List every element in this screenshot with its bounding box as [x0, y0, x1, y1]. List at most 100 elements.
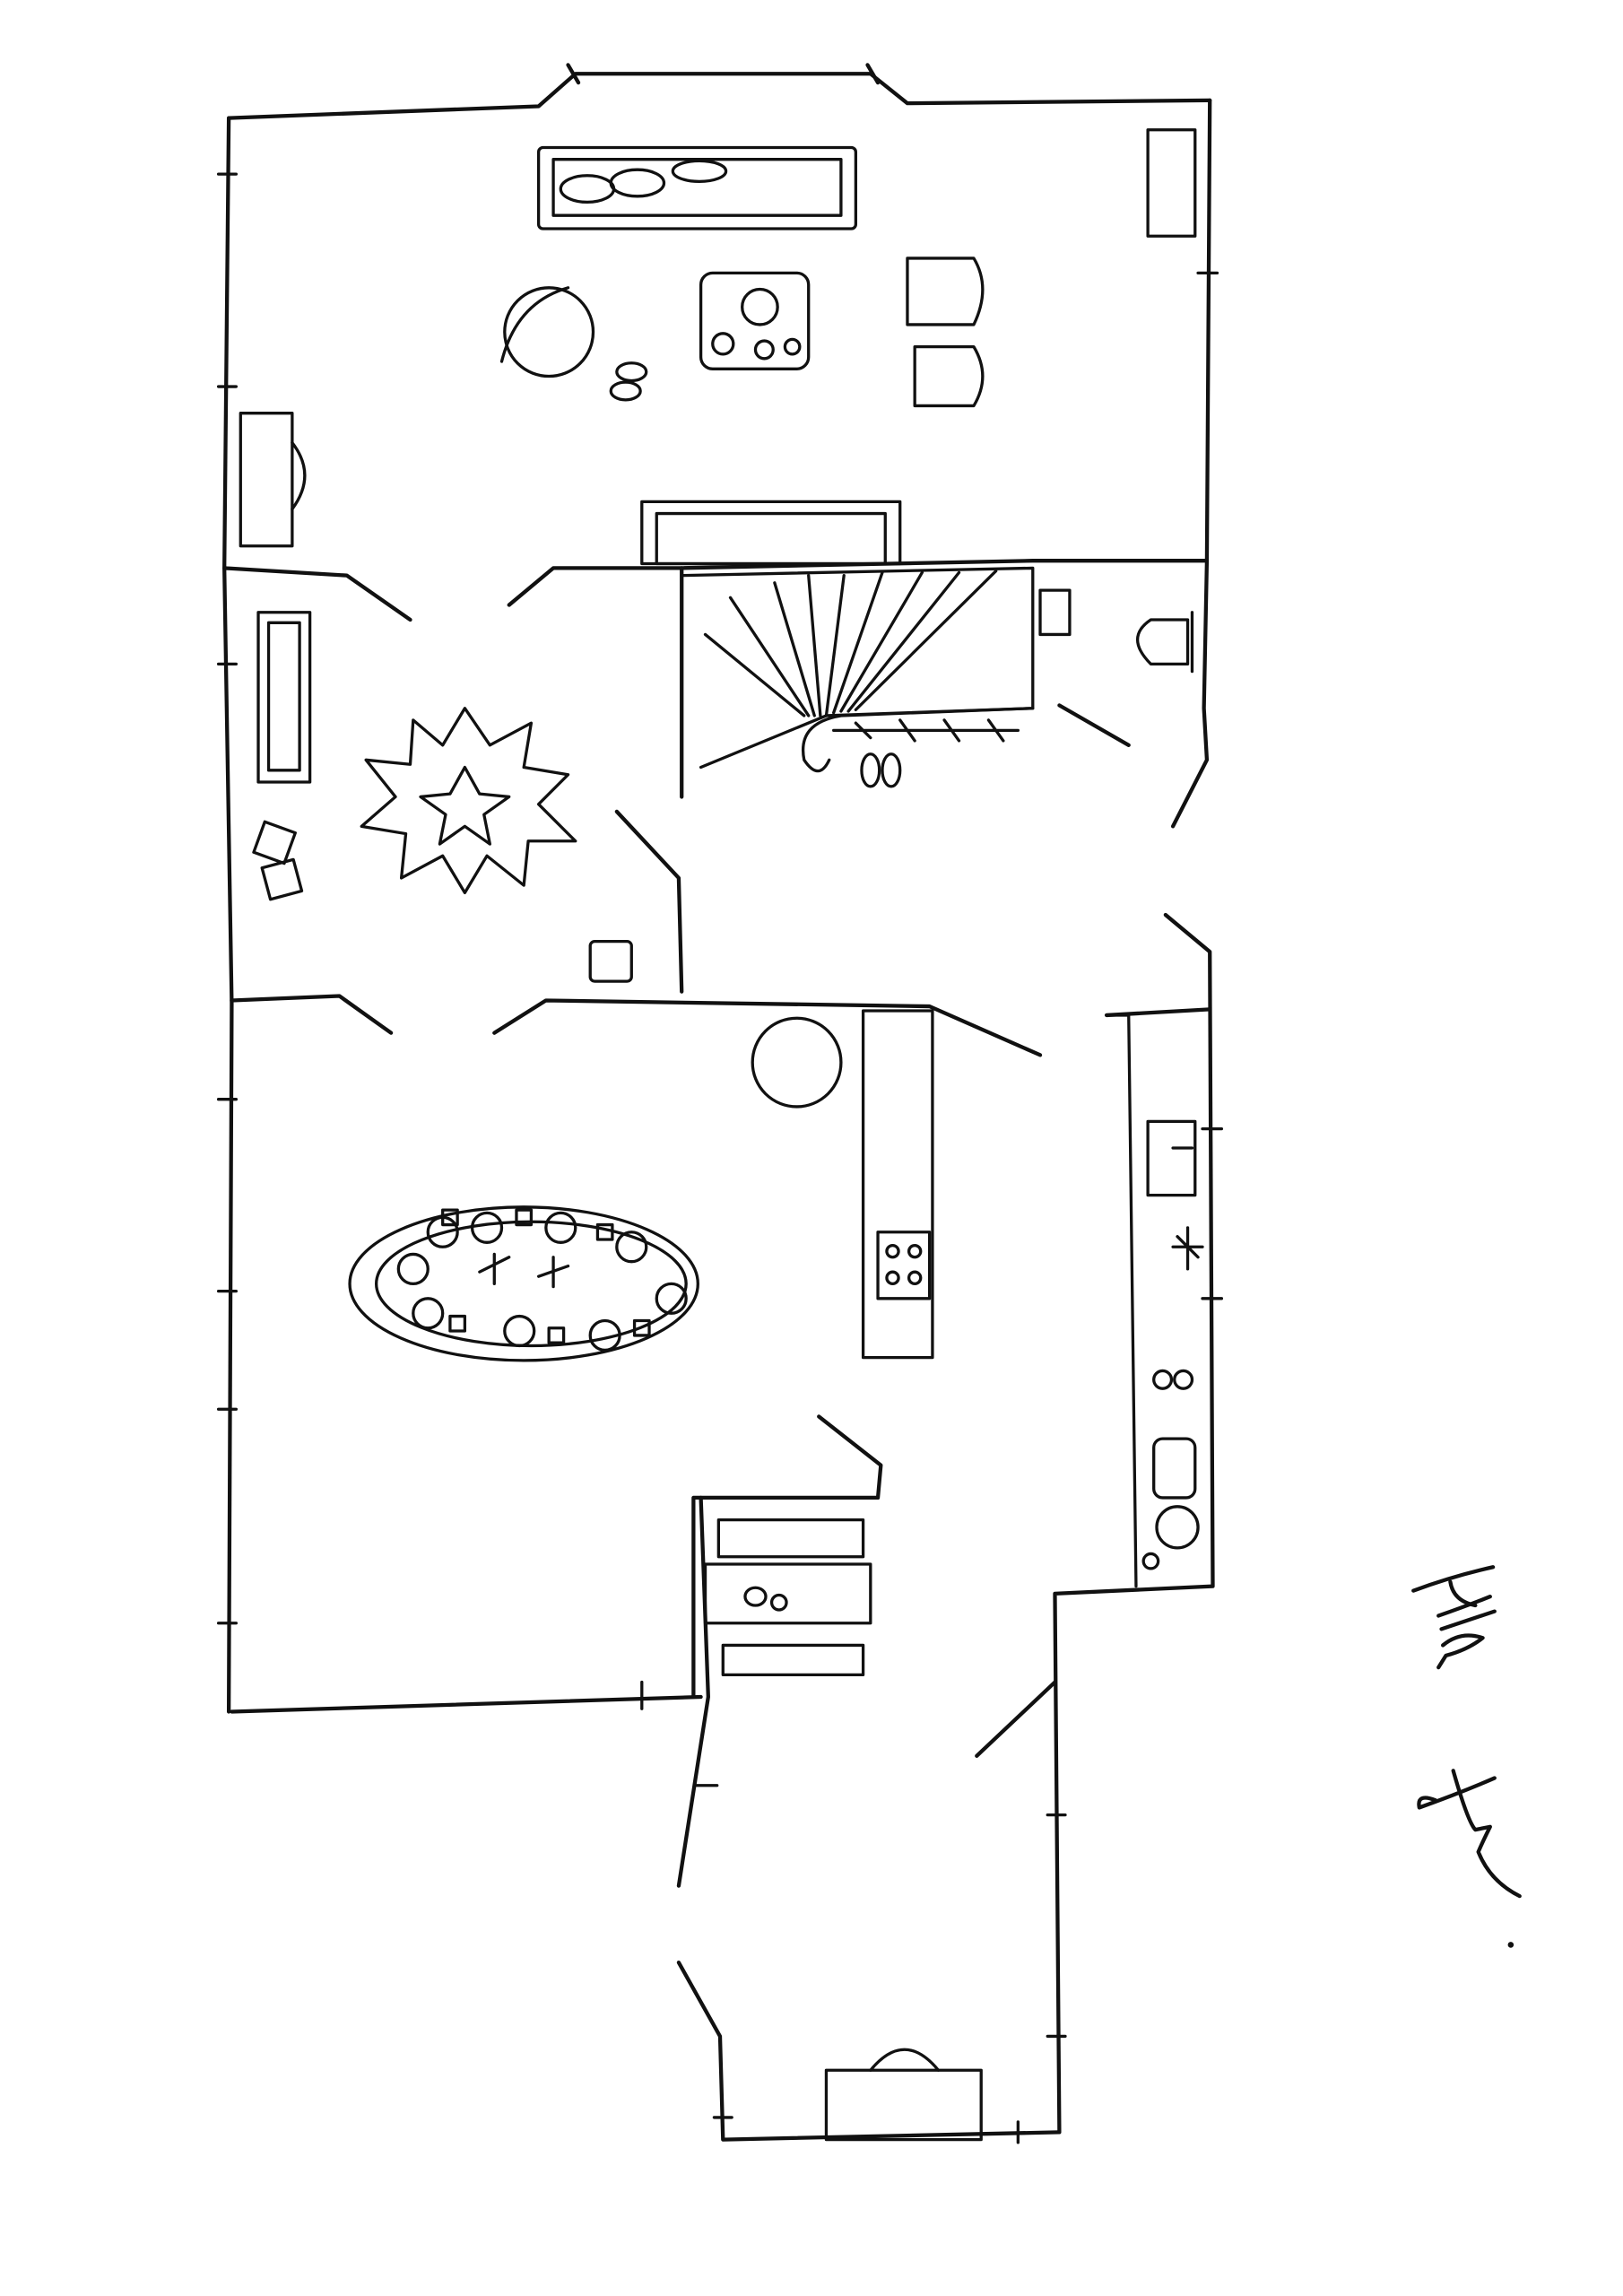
kitchen-sink — [1146, 1119, 1197, 1197]
tv-unit — [640, 500, 902, 566]
table-decor — [753, 339, 775, 361]
outer-wall-left — [222, 116, 234, 1714]
drawer-item — [743, 1586, 768, 1607]
outer-wall-bottom — [676, 1961, 1062, 2142]
burner — [907, 1243, 923, 1259]
plate — [615, 1231, 648, 1264]
plant — [252, 820, 297, 865]
counter-item — [1141, 1552, 1160, 1570]
signature-graphic — [1417, 1769, 1522, 1899]
slippers — [615, 361, 648, 383]
table-decor — [741, 287, 779, 326]
stair-banister — [802, 707, 1035, 773]
desk-chair — [291, 440, 307, 511]
staircase — [680, 566, 1194, 788]
slippers — [609, 380, 642, 402]
dining-table-outer — [348, 1205, 699, 1362]
drawer — [716, 1518, 865, 1559]
pantry-wall — [691, 1414, 883, 1700]
burner — [907, 1270, 923, 1286]
dining-kitchen — [348, 1009, 1204, 1676]
bay-window-tick-right — [865, 63, 881, 85]
coffee-table — [699, 271, 811, 370]
outer-wall-right-lower — [1053, 912, 1215, 2135]
table-decor — [783, 337, 802, 356]
sofa — [536, 145, 858, 230]
counter-item — [1173, 1369, 1194, 1390]
plate — [412, 1297, 445, 1330]
armchair — [503, 286, 595, 378]
right-door-swing — [975, 1680, 1057, 1758]
sideboard-inner — [266, 621, 301, 772]
outer-wall-top — [226, 72, 1212, 120]
star-rug — [360, 707, 577, 895]
side-cabinet — [1146, 128, 1197, 238]
wc-door-swing — [1057, 703, 1131, 747]
sofa-inner — [551, 158, 843, 217]
entrance-wall — [676, 1495, 710, 1888]
bench-arc — [869, 2048, 941, 2072]
glass — [632, 1318, 651, 1337]
cutting-board — [1152, 1437, 1197, 1500]
plate — [588, 1318, 621, 1352]
tv-unit-inner — [655, 511, 887, 566]
outer-wall-right-upper — [1170, 98, 1212, 829]
drawer — [703, 1562, 872, 1625]
stool — [588, 940, 633, 983]
drawer — [721, 1643, 865, 1676]
plant — [260, 857, 304, 901]
cushion — [671, 159, 728, 184]
stair-treads — [703, 570, 998, 718]
living-room-furniture — [239, 128, 1197, 566]
plate — [503, 1314, 536, 1348]
kitchen-counter — [1105, 1013, 1138, 1588]
signature-dot — [1507, 1942, 1515, 1948]
glass — [515, 1208, 534, 1227]
centerpiece — [478, 1252, 570, 1289]
armchair-back — [499, 286, 570, 363]
plate — [544, 1211, 577, 1244]
chair — [906, 257, 985, 326]
burner — [885, 1243, 900, 1259]
counter-item — [1152, 1369, 1174, 1390]
plant-garland — [832, 718, 1020, 743]
wall-ticks — [216, 172, 1224, 2144]
kitchen-island — [861, 1009, 934, 1360]
glass — [448, 1314, 467, 1333]
hob — [876, 1231, 932, 1300]
living-room-divider-right — [507, 559, 1210, 607]
cushion — [609, 168, 666, 198]
desk — [239, 412, 294, 548]
walls — [222, 63, 1215, 2142]
entrance — [824, 2048, 983, 2142]
hall-furniture — [252, 611, 633, 983]
shoes — [881, 752, 902, 788]
middle-divider-left — [230, 994, 394, 1035]
living-room-divider-left — [222, 566, 412, 622]
burner — [885, 1270, 900, 1286]
plate — [655, 1282, 688, 1315]
glass — [441, 1208, 459, 1227]
place-settings — [396, 1208, 688, 1352]
pizza — [1155, 1505, 1200, 1550]
glass — [547, 1326, 566, 1344]
stair-outline — [680, 566, 1035, 770]
plate — [470, 1211, 504, 1244]
round-side-table — [751, 1016, 843, 1109]
shoes — [860, 752, 881, 788]
signature-mark — [1411, 1565, 1522, 1948]
wc-sink — [1038, 588, 1072, 637]
plate — [396, 1252, 430, 1286]
sideboard — [256, 611, 312, 784]
star-rug-inner — [419, 765, 511, 846]
drawer-item — [769, 1593, 788, 1612]
chair — [913, 344, 985, 408]
signature-graphic — [1411, 1565, 1497, 1670]
hall-wall-lower — [614, 809, 684, 994]
toilet — [1136, 618, 1190, 666]
bay-window-tick-left — [566, 63, 581, 85]
entrance-bench — [824, 2068, 983, 2142]
cushion — [559, 174, 616, 204]
glass — [595, 1222, 614, 1241]
